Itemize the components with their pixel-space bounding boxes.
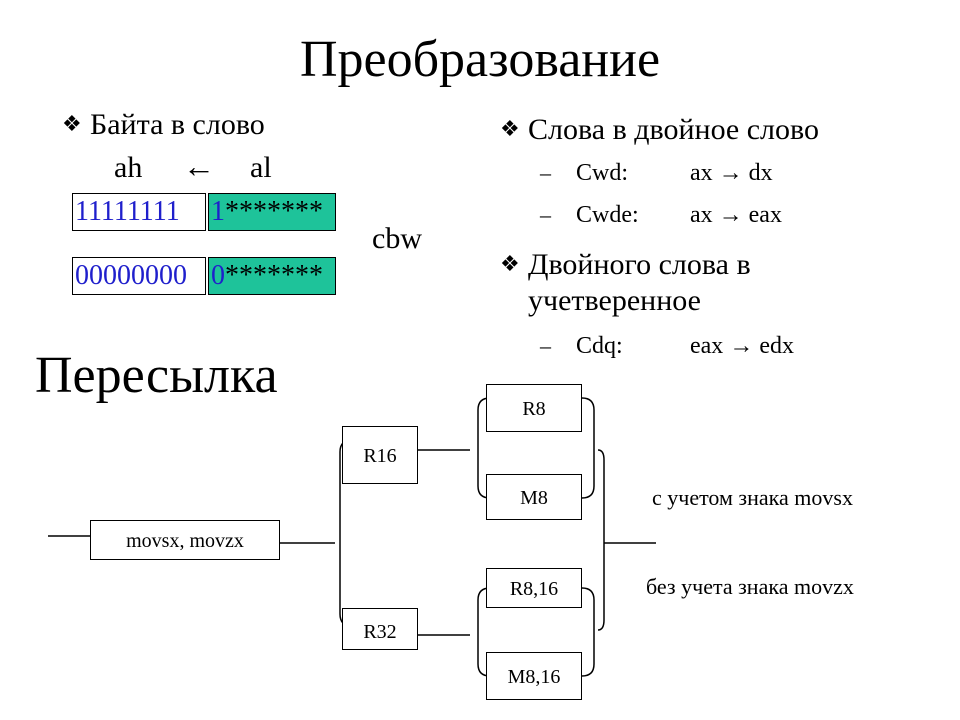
arrow-left-icon: ← bbox=[183, 148, 215, 184]
r16-node: R16 bbox=[342, 426, 418, 484]
bullet-word-to-dword: ❖ Слова в двойное слово bbox=[500, 113, 819, 147]
bullet-byte-to-word: ❖ Байта в слово bbox=[62, 108, 265, 142]
arrow-right-icon: → bbox=[718, 202, 743, 228]
r8-16-node: R8,16 bbox=[486, 568, 582, 608]
ah-value-cell: 11111111 bbox=[72, 193, 206, 231]
sign-bit: 0 bbox=[211, 260, 225, 291]
instruction-name: Cdq: bbox=[576, 333, 623, 359]
m8-16-node: M8,16 bbox=[486, 652, 582, 700]
list-item-cwd: – Cwd: ax → dx bbox=[540, 160, 773, 187]
instruction-name: Cwde: bbox=[576, 202, 639, 228]
diamond-bullet-icon: ❖ bbox=[62, 111, 82, 136]
arrow-right-icon: → bbox=[718, 160, 743, 186]
al-value-cell: 1******* bbox=[208, 193, 336, 231]
movsx-movzx-node: movsx, movzx bbox=[90, 520, 280, 560]
section-heading: Пересылка bbox=[35, 347, 278, 404]
dash: – bbox=[540, 160, 551, 185]
diamond-bullet-icon: ❖ bbox=[500, 251, 520, 276]
instruction-name: Cwd: bbox=[576, 160, 629, 186]
r8-node: R8 bbox=[486, 384, 582, 432]
dash: – bbox=[540, 333, 551, 358]
conversion: eax → edx bbox=[690, 333, 794, 359]
bullet-dword-to-qword: ❖ Двойного слова в bbox=[500, 248, 751, 282]
bullet-text-continued: учетверенное bbox=[528, 284, 701, 317]
reg-high-label: ah bbox=[114, 151, 143, 184]
r32-node: R32 bbox=[342, 608, 418, 650]
al-value-cell: 0******* bbox=[208, 257, 336, 295]
data-bits: ******* bbox=[225, 260, 323, 291]
bullet-text: Байта в слово bbox=[90, 108, 265, 141]
arrow-right-icon: → bbox=[729, 333, 754, 359]
ah-value-cell: 00000000 bbox=[72, 257, 206, 295]
conversion: ax → eax bbox=[690, 202, 782, 228]
bullet-text: Двойного слова в bbox=[528, 248, 751, 281]
m8-node: M8 bbox=[486, 474, 582, 520]
reg-low-label: al bbox=[250, 151, 272, 184]
list-item-cwde: – Cwde: ax → eax bbox=[540, 202, 782, 229]
dash: – bbox=[540, 202, 551, 227]
diamond-bullet-icon: ❖ bbox=[500, 116, 520, 141]
cbw-instruction: cbw bbox=[372, 222, 422, 255]
sign-bit: 1 bbox=[211, 196, 225, 227]
page-title: Преобразование bbox=[299, 31, 661, 88]
conversion: ax → dx bbox=[690, 160, 773, 186]
bullet-text: Слова в двойное слово bbox=[528, 113, 819, 146]
list-item-cdq: – Cdq: eax → edx bbox=[540, 333, 794, 360]
data-bits: ******* bbox=[225, 196, 323, 227]
signed-label: с учетом знака movsx bbox=[652, 485, 853, 510]
unsigned-label: без учета знака movzx bbox=[646, 574, 854, 599]
